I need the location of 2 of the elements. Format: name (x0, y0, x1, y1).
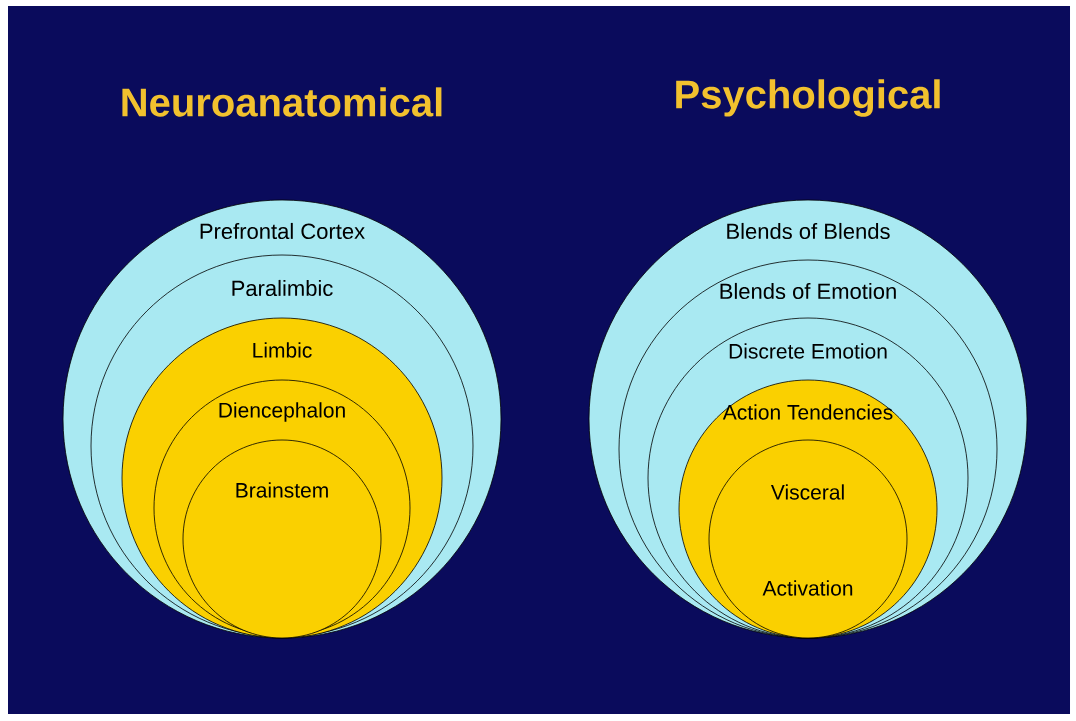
heading: Psychological (676, 79, 940, 117)
heading: Neuroanatomical (122, 87, 442, 117)
